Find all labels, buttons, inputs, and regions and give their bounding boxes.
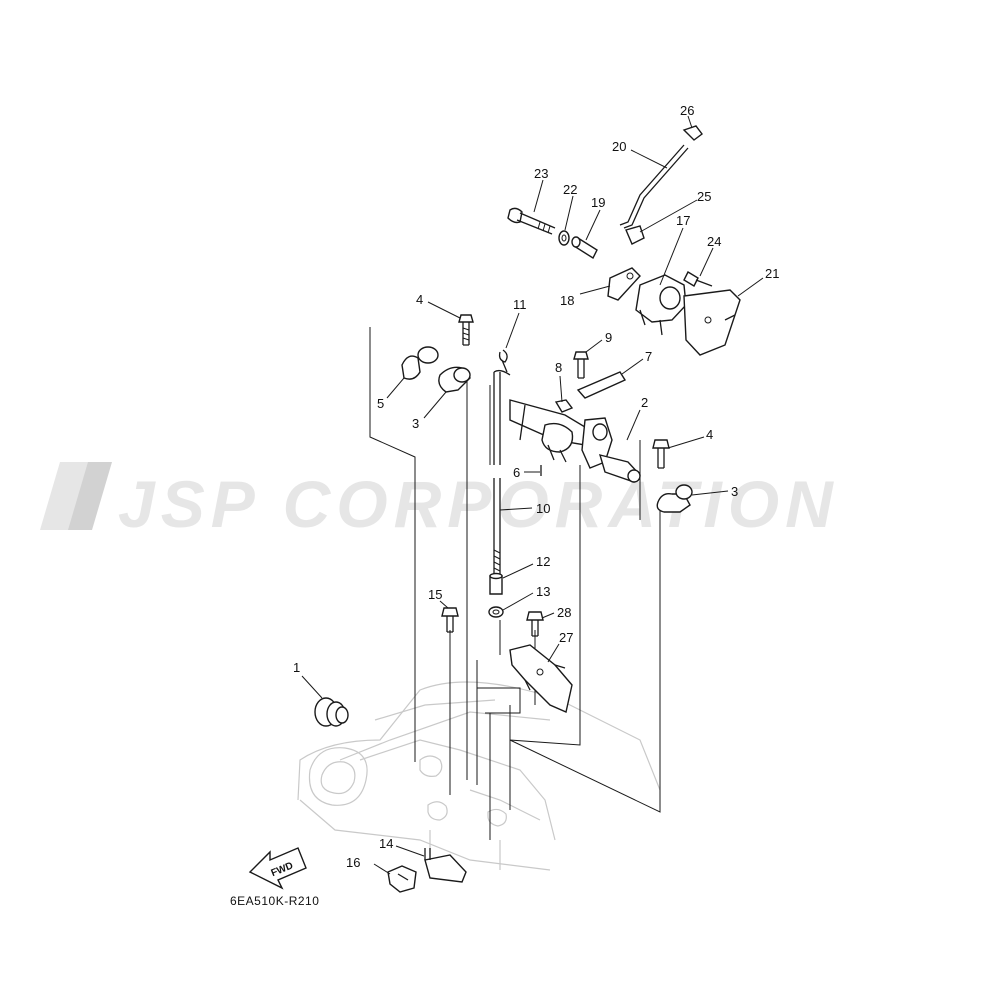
callout-20: 20 [612, 139, 626, 154]
part-22-washer [558, 230, 570, 246]
part-23-bolt [507, 207, 556, 235]
callout-23: 23 [534, 166, 548, 181]
part-27-bracket [509, 644, 573, 713]
part-13-washer [488, 606, 504, 618]
callout-labels: 1 2 3 3 4 4 5 6 7 8 9 10 11 12 13 14 15 … [293, 103, 779, 870]
callout-14: 14 [379, 836, 393, 851]
part-24-bolt [683, 271, 713, 287]
fwd-arrow: FWD [248, 847, 307, 890]
callout-6: 6 [513, 465, 520, 480]
callout-27: 27 [559, 630, 573, 645]
leader-lines [301, 115, 764, 875]
callout-11: 11 [513, 297, 527, 312]
callout-24: 24 [707, 234, 721, 249]
callout-25: 25 [697, 189, 711, 204]
callout-9: 9 [605, 330, 612, 345]
callout-28: 28 [557, 605, 571, 620]
part-7-plate [576, 371, 627, 399]
part-19-collar [571, 236, 598, 260]
callout-19: 19 [591, 195, 605, 210]
callout-5: 5 [377, 396, 384, 411]
callout-4-right: 4 [706, 427, 713, 442]
callout-7: 7 [645, 349, 652, 364]
watermark-text: JSP CORPORATION [118, 467, 839, 541]
callout-21: 21 [765, 266, 779, 281]
part-10-rod [493, 369, 511, 590]
callout-13: 13 [536, 584, 550, 599]
part-9-bolt [573, 351, 589, 379]
part-3-collar-right [656, 484, 693, 513]
part-16-clip [387, 865, 417, 893]
part-4-bolt-left [458, 314, 474, 346]
part-21-bracket [683, 289, 741, 356]
callout-10: 10 [536, 501, 550, 516]
part-28-bolt [526, 611, 544, 637]
part-5-clip [401, 346, 439, 380]
callout-3-right: 3 [731, 484, 738, 499]
callout-18: 18 [560, 293, 574, 308]
part-4-bolt-right [652, 439, 670, 469]
callout-17: 17 [676, 213, 690, 228]
callout-8: 8 [555, 360, 562, 375]
part-26-cap [682, 125, 703, 141]
part-1-grommet [314, 697, 349, 727]
callout-26: 26 [680, 103, 694, 118]
part-3-collar-left [438, 366, 471, 393]
callout-15: 15 [428, 587, 442, 602]
callout-22: 22 [563, 182, 577, 197]
part-12-spacer [489, 572, 503, 595]
part-25-nut [625, 225, 645, 245]
callout-1: 1 [293, 660, 300, 675]
callout-4-left: 4 [416, 292, 423, 307]
callout-2: 2 [641, 395, 648, 410]
part-8-bracket [554, 399, 574, 413]
callout-16: 16 [346, 855, 360, 870]
lower-casing [297, 681, 661, 871]
part-11-clip [498, 349, 508, 373]
callout-12: 12 [536, 554, 550, 569]
part-20-rod [619, 144, 689, 229]
callout-3-left: 3 [412, 416, 419, 431]
diagram-code: 6EA510K-R210 [230, 894, 319, 908]
part-17-bracket [635, 274, 687, 336]
part-2-shift-lever [509, 399, 641, 483]
part-15-bolt [441, 607, 459, 633]
part-14-bracket [424, 848, 467, 883]
assembly-lines [369, 327, 661, 840]
watermark: JSP CORPORATION [40, 462, 839, 541]
part-18-link [607, 267, 641, 301]
